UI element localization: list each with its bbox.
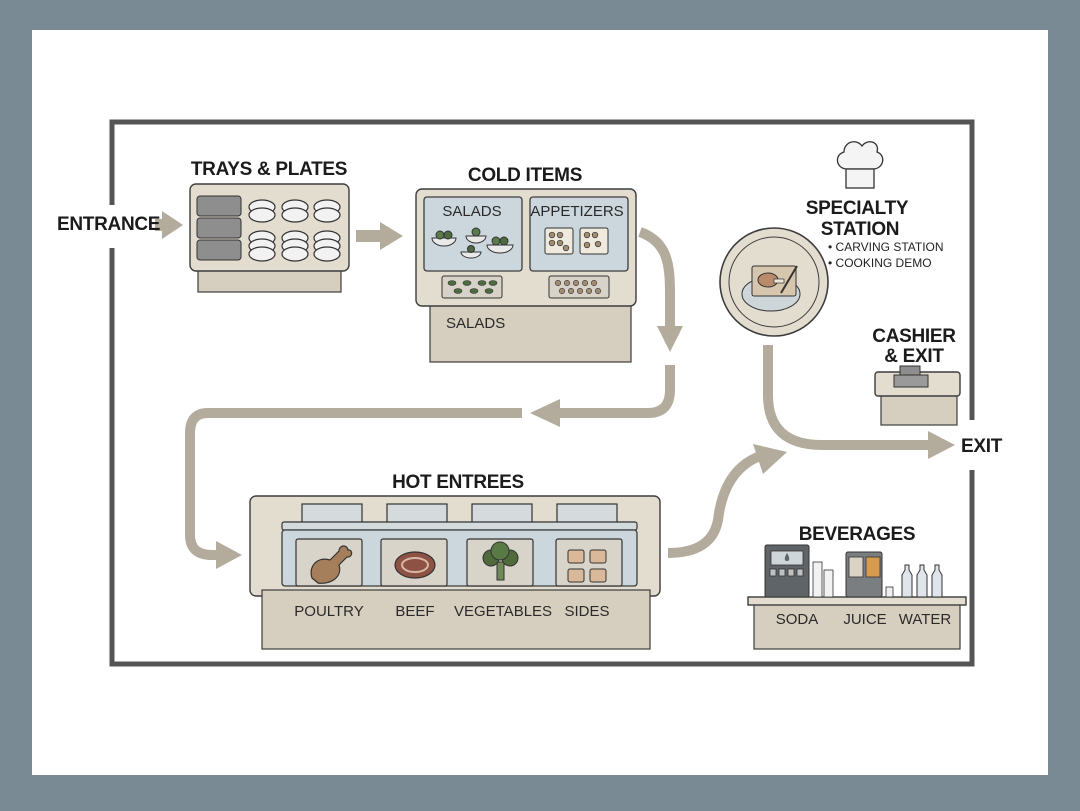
cashier-title-line2: & EXIT	[884, 346, 944, 367]
appetizer-trays-icon	[544, 227, 609, 255]
beverages-station: BEVERAGES SODA JUICE WATER	[747, 524, 967, 650]
trays-station: TRAYS & PLATES	[189, 159, 350, 293]
cold-counter-base	[429, 299, 632, 363]
hot-item-beef: BEEF	[395, 603, 434, 620]
hot-entrees-station: HOT ENTREES POULTRY	[249, 472, 661, 650]
salad-bowls-icon	[431, 227, 514, 259]
flow-arrows	[155, 211, 955, 569]
cashier-counter-base	[880, 391, 958, 426]
beverage-item-water: WATER	[899, 611, 952, 628]
hot-item-vegetables: VEGETABLES	[454, 603, 552, 620]
trays-title: TRAYS & PLATES	[191, 159, 347, 180]
specialty-title-line1: SPECIALTY	[806, 198, 909, 219]
drumstick-icon	[310, 545, 353, 584]
hot-item-sides: SIDES	[564, 603, 609, 620]
hot-counter-base	[261, 589, 651, 650]
appetizer-pan-icon	[548, 275, 610, 299]
plate-stacks-icon	[248, 199, 341, 262]
sneeze-guard	[281, 503, 638, 531]
carving-plate-icon	[741, 265, 801, 312]
juice-dispenser-icon	[845, 551, 894, 598]
specialty-title-line2: STATION	[821, 219, 899, 240]
steak-icon	[394, 551, 436, 579]
floor-walls	[109, 119, 975, 667]
entrance-label: ENTRANCE	[57, 214, 160, 235]
hot-item-poultry: POULTRY	[294, 603, 363, 620]
cold-items-station: COLD ITEMS SALADS SALADS APPETIZERS	[415, 165, 637, 363]
cashier-station: CASHIER & EXIT	[872, 326, 961, 426]
appetizers-case-label: APPETIZERS	[530, 203, 623, 220]
hot-glass	[281, 529, 638, 587]
cash-register-icon	[893, 365, 929, 388]
beverages-counter-base	[753, 601, 961, 650]
side-cups-icon	[567, 549, 607, 583]
tray-stack-icon	[196, 195, 242, 261]
specialty-item-carving: • CARVING STATION	[828, 240, 944, 254]
salads-case-label: SALADS	[442, 203, 501, 220]
cold-title: COLD ITEMS	[468, 165, 582, 186]
water-bottles-icon	[901, 564, 943, 598]
beverage-item-soda: SODA	[776, 611, 819, 628]
cashier-title-line1: CASHIER	[872, 326, 956, 347]
broccoli-icon	[482, 541, 519, 581]
cold-bottom-label: SALADS	[446, 315, 505, 332]
beverage-item-juice: JUICE	[843, 611, 886, 628]
hot-title: HOT ENTREES	[392, 472, 524, 493]
soda-dispenser-icon	[764, 544, 834, 598]
specialty-item-demo: • COOKING DEMO	[828, 256, 932, 270]
beverages-title: BEVERAGES	[799, 524, 916, 545]
exit-label: EXIT	[961, 436, 1003, 457]
chef-hat-icon	[836, 141, 884, 189]
salad-pans-icon	[441, 275, 503, 299]
specialty-station: SPECIALTY STATION • CARVING STATION • CO…	[719, 141, 944, 337]
beverages-counter-top	[747, 596, 967, 606]
